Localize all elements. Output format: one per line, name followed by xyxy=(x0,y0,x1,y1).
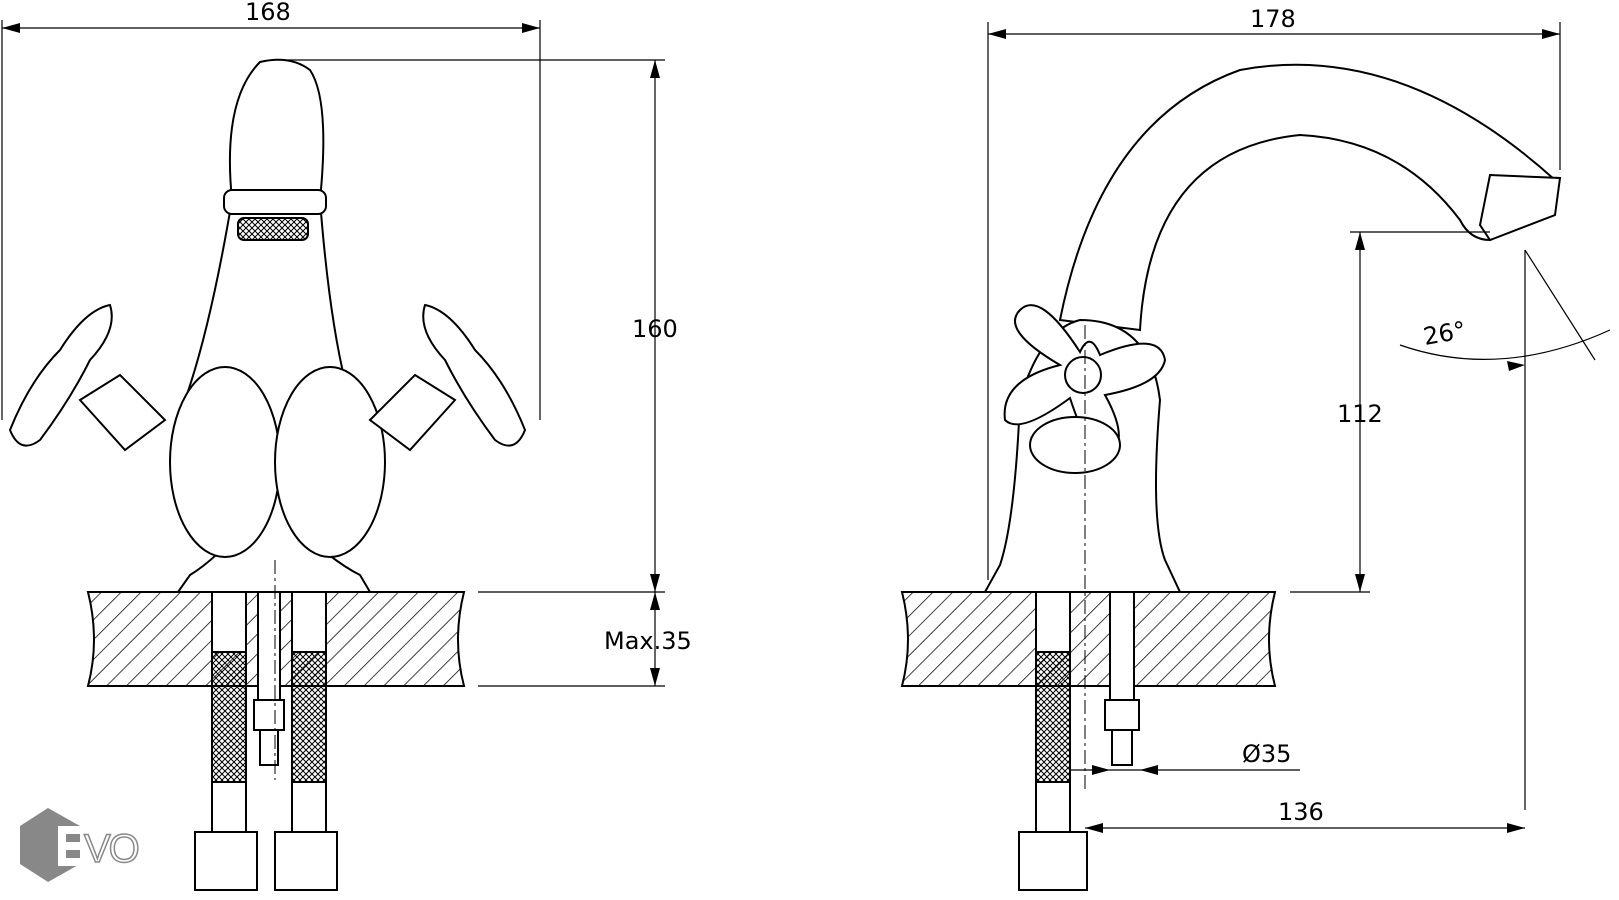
aerator xyxy=(223,189,327,215)
dimension-136: 136 xyxy=(1085,798,1525,833)
dimension-178: 178 xyxy=(987,5,1561,580)
dimension-max35: Max.35 xyxy=(478,592,692,687)
left-cross-handle xyxy=(8,303,167,452)
front-view: 168 160 Max.35 xyxy=(1,0,692,891)
right-valve-body xyxy=(274,366,386,558)
angle-26-label: 26° xyxy=(1421,316,1468,351)
max35-label: Max.35 xyxy=(604,627,692,655)
dimension-168: 168 xyxy=(1,0,541,420)
dimension-26-degrees: 26° xyxy=(1399,249,1611,810)
spout xyxy=(1058,63,1557,332)
width-178-label: 178 xyxy=(1250,5,1296,33)
height-160-label: 160 xyxy=(632,315,678,343)
dimension-160: 160 xyxy=(283,59,678,593)
diameter-35-label: Ø35 xyxy=(1242,740,1291,768)
side-deck-section xyxy=(900,591,1277,687)
left-valve-body xyxy=(169,366,281,558)
side-hose xyxy=(1018,591,1140,891)
dimension-d35: Ø35 xyxy=(1070,740,1300,775)
dimension-112: 112 xyxy=(1290,231,1490,593)
logo-text: VO xyxy=(84,827,139,871)
reach-136-label: 136 xyxy=(1278,798,1324,826)
right-cross-handle xyxy=(368,303,527,452)
height-112-label: 112 xyxy=(1337,400,1383,428)
front-hoses xyxy=(194,591,338,891)
width-168-label: 168 xyxy=(245,0,291,26)
side-view: 178 112 26° Ø35 136 xyxy=(900,5,1611,891)
evo-logo: VO xyxy=(20,808,141,882)
spout-aerator xyxy=(1478,173,1562,242)
aerator-mesh xyxy=(237,217,309,241)
